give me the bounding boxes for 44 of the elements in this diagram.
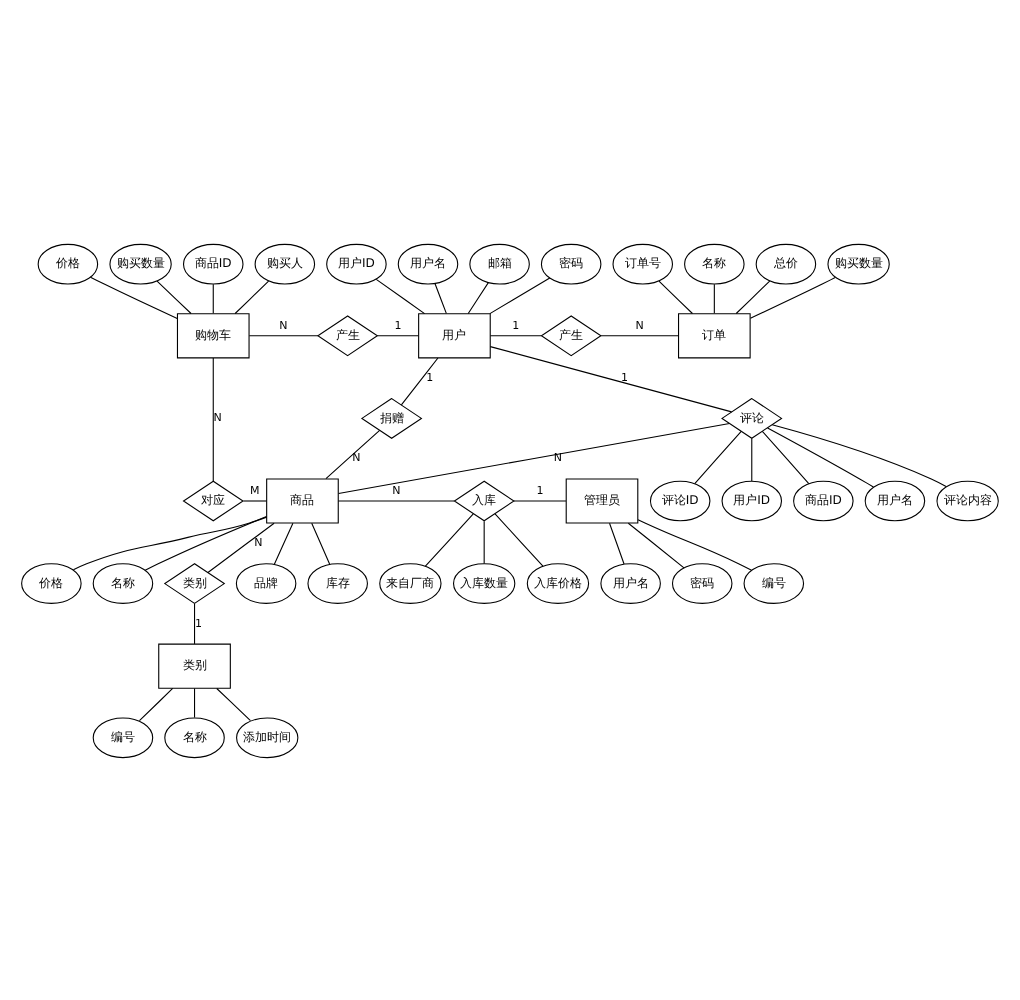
connector	[89, 275, 178, 318]
connector	[600, 334, 679, 336]
connector	[771, 423, 947, 487]
connector	[212, 282, 214, 313]
connector	[273, 521, 294, 565]
connector	[751, 437, 753, 481]
connector	[494, 512, 544, 566]
connector	[489, 345, 733, 412]
connector	[767, 426, 874, 487]
connector	[248, 334, 319, 336]
connector	[337, 499, 455, 501]
connector	[234, 279, 270, 314]
connector	[144, 514, 268, 570]
connector	[376, 334, 419, 336]
connector	[609, 521, 625, 564]
connector	[658, 279, 693, 314]
connector	[207, 521, 275, 573]
connector	[513, 499, 567, 501]
connector	[694, 429, 742, 484]
connector	[434, 282, 447, 313]
connector	[194, 602, 196, 644]
connector	[713, 282, 715, 313]
connector	[749, 276, 836, 318]
connector	[375, 277, 426, 314]
connector	[338, 421, 731, 493]
connector	[325, 428, 381, 479]
connector	[194, 686, 196, 718]
connector	[400, 356, 439, 405]
connector	[138, 686, 174, 721]
connector	[212, 356, 214, 481]
connector	[311, 521, 331, 564]
connector	[735, 279, 771, 314]
connector	[216, 686, 251, 721]
connector	[424, 512, 474, 566]
connector	[637, 518, 753, 570]
connector	[489, 334, 542, 336]
connector	[489, 276, 551, 314]
connector	[156, 279, 192, 314]
connector	[627, 521, 685, 568]
connector	[72, 515, 268, 570]
connector	[483, 519, 485, 564]
connector	[761, 429, 810, 484]
connector	[242, 499, 267, 501]
connector	[467, 281, 489, 314]
